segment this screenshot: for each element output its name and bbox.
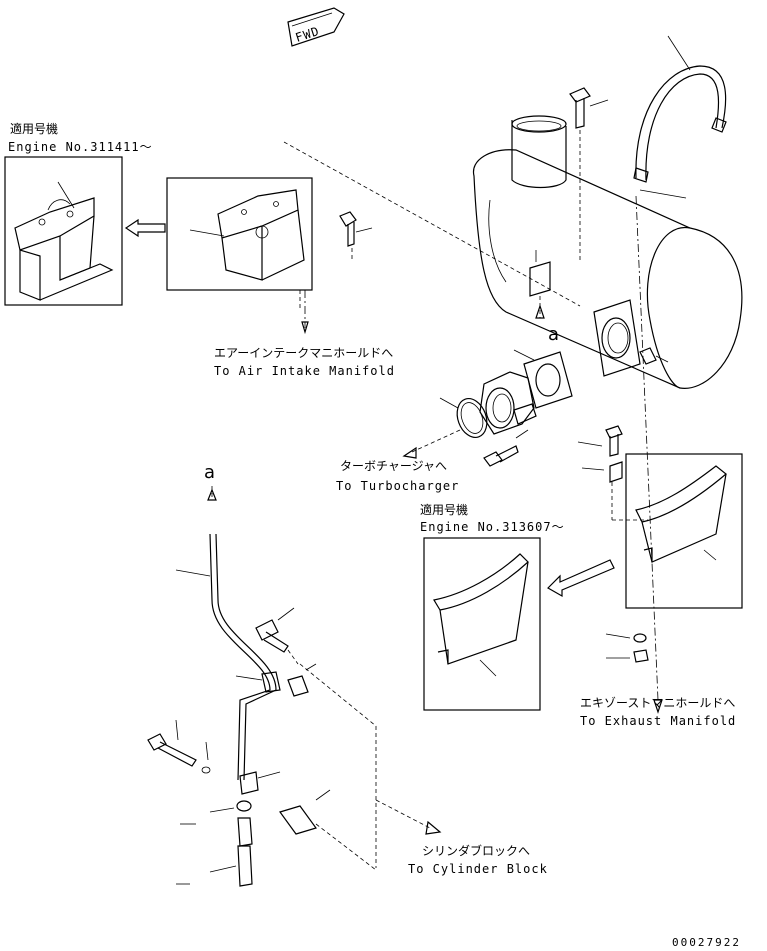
clamp-ring: [439, 397, 488, 438]
drawing-number: 00027922: [672, 936, 741, 949]
small-bracket: [529, 250, 551, 319]
lower-spacers: [176, 789, 331, 887]
adapter: [479, 371, 537, 435]
air-intake-en: To Air Intake Manifold: [214, 364, 395, 378]
spacer: [287, 663, 317, 697]
cylinder-jp: シリンダブロックへ: [422, 843, 530, 858]
inset-box-311411: 適用号機 Engine No.311411～: [4, 121, 153, 306]
exhaust-jp: エキゾーストマニホールドへ: [580, 696, 735, 710]
right-inset-box: [625, 453, 743, 609]
bolt-part: [339, 211, 373, 262]
inset1-title: 適用号機: [10, 121, 58, 136]
bracket-box: [166, 177, 313, 291]
right-bracket-bolt: [577, 425, 648, 521]
inset2-title: 適用号機: [420, 502, 468, 517]
cylinder-en: To Cylinder Block: [408, 862, 548, 876]
breather-pipe: [175, 533, 281, 795]
exhaust-nut: [605, 633, 649, 663]
turbo-bolt: [483, 429, 529, 467]
callout-a-left: a: [204, 462, 215, 483]
top-bolt: [569, 87, 609, 262]
inset-box-313607: 適用号機 Engine No.313607～: [420, 502, 565, 711]
long-bolt: [147, 719, 211, 774]
diagonal-arrow-icon: [547, 559, 615, 598]
pipe-bolt: [255, 607, 299, 665]
muffler: [472, 115, 743, 389]
exhaust-en: To Exhaust Manifold: [580, 714, 736, 728]
fwd-label: FWD: [294, 24, 322, 45]
air-intake-jp: エアーインテークマニホールドへ: [214, 346, 393, 360]
fwd-arrow-icon: FWD: [287, 7, 345, 47]
inset1-engine: Engine No.311411～: [8, 140, 153, 154]
turbo-en: To Turbocharger: [336, 479, 459, 493]
bracket-drawing: [14, 181, 114, 301]
callout-a-top: a: [548, 324, 559, 345]
turbo-jp: ターボチャージャへ: [340, 459, 447, 473]
outlet-flange: [593, 299, 669, 377]
left-arrow-icon: [124, 218, 166, 238]
gasket: [513, 349, 573, 409]
u-clamp: [633, 35, 727, 183]
inset2-engine: Engine No.313607～: [420, 520, 565, 534]
